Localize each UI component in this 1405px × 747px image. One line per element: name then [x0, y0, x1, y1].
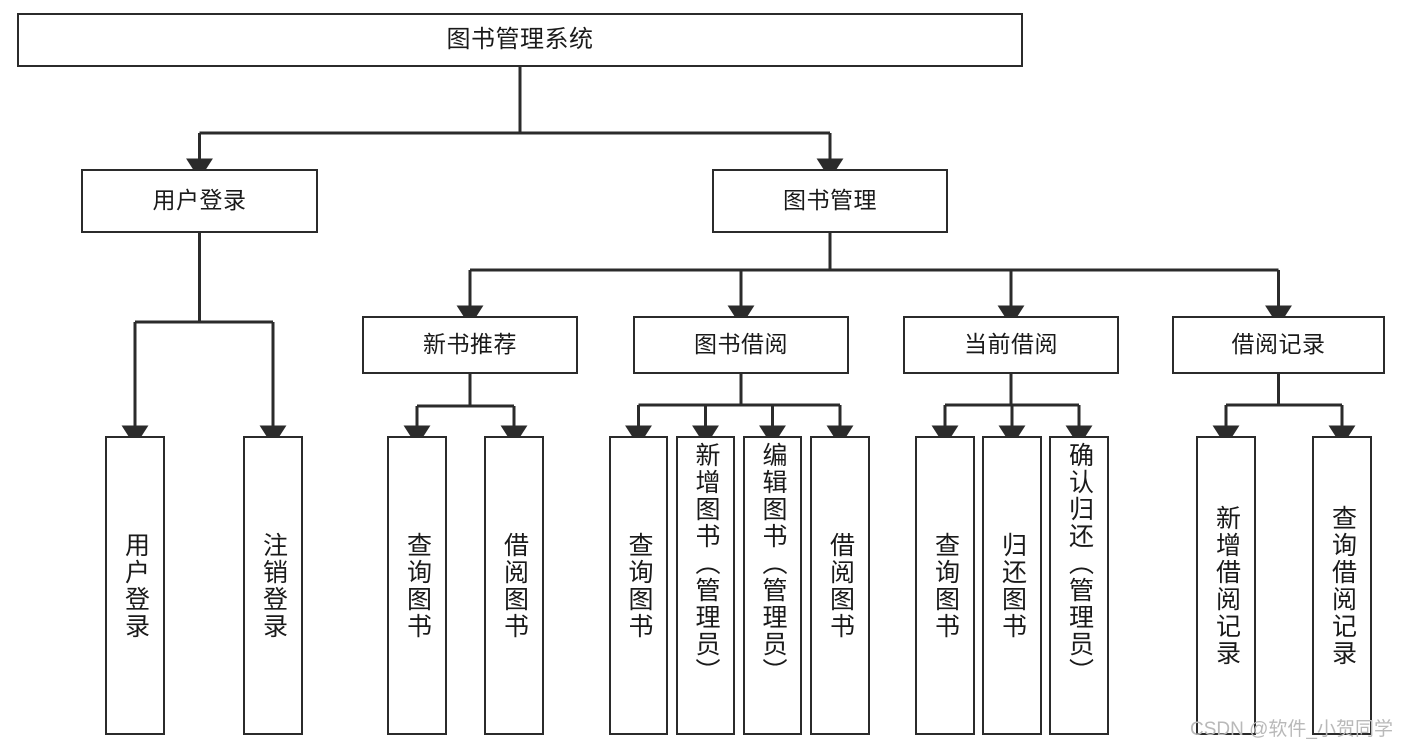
- node-borrow-record[interactable]: 借阅记录: [1172, 316, 1385, 374]
- node-book-borrow-label: 图书借阅: [694, 331, 788, 358]
- node-leaf-return-book-label: 归还图书: [998, 531, 1027, 640]
- node-leaf-edit-book[interactable]: 编辑图书（管理员）: [743, 436, 802, 735]
- node-leaf-add-book-label: 新增图书（管理员）: [692, 442, 720, 685]
- node-leaf-query-book-3[interactable]: 查询图书: [915, 436, 975, 735]
- node-leaf-user-login-label: 用户登录: [121, 531, 150, 640]
- node-root[interactable]: 图书管理系统: [17, 13, 1023, 67]
- node-leaf-user-logout-label: 注销登录: [259, 531, 288, 640]
- watermark-text: CSDN @软件_小贺同学: [1190, 719, 1393, 740]
- node-leaf-query-book-3-label: 查询图书: [931, 531, 960, 640]
- node-leaf-add-record[interactable]: 新增借阅记录: [1196, 436, 1256, 735]
- node-leaf-confirm-return-label: 确认归还（管理员）: [1065, 442, 1094, 685]
- node-leaf-query-record[interactable]: 查询借阅记录: [1312, 436, 1372, 735]
- node-book-borrow[interactable]: 图书借阅: [633, 316, 849, 374]
- node-root-label: 图书管理系统: [446, 25, 594, 53]
- node-leaf-user-logout[interactable]: 注销登录: [243, 436, 303, 735]
- node-leaf-edit-book-label: 编辑图书（管理员）: [759, 442, 787, 685]
- node-leaf-query-record-label: 查询借阅记录: [1328, 504, 1357, 667]
- node-leaf-query-book-1-label: 查询图书: [403, 531, 432, 640]
- node-current-borrow[interactable]: 当前借阅: [903, 316, 1119, 374]
- node-book-manage[interactable]: 图书管理: [712, 169, 948, 233]
- node-new-book-recommend[interactable]: 新书推荐: [362, 316, 578, 374]
- node-leaf-borrow-book-1[interactable]: 借阅图书: [484, 436, 544, 735]
- node-leaf-return-book[interactable]: 归还图书: [982, 436, 1042, 735]
- node-new-book-recommend-label: 新书推荐: [423, 331, 517, 358]
- node-leaf-confirm-return[interactable]: 确认归还（管理员）: [1049, 436, 1109, 735]
- node-current-borrow-label: 当前借阅: [964, 331, 1058, 358]
- node-book-manage-label: 图书管理: [783, 187, 877, 214]
- node-leaf-user-login[interactable]: 用户登录: [105, 436, 165, 735]
- node-leaf-add-record-label: 新增借阅记录: [1212, 504, 1241, 667]
- node-leaf-query-book-1[interactable]: 查询图书: [387, 436, 447, 735]
- node-leaf-add-book[interactable]: 新增图书（管理员）: [676, 436, 735, 735]
- node-leaf-query-book-2-label: 查询图书: [625, 531, 653, 640]
- node-borrow-record-label: 借阅记录: [1231, 331, 1326, 358]
- node-leaf-query-book-2[interactable]: 查询图书: [609, 436, 668, 735]
- node-leaf-borrow-book-2[interactable]: 借阅图书: [810, 436, 870, 735]
- node-leaf-borrow-book-2-label: 借阅图书: [826, 531, 855, 640]
- node-user-login[interactable]: 用户登录: [81, 169, 318, 233]
- node-leaf-borrow-book-1-label: 借阅图书: [500, 531, 529, 640]
- node-user-login-label: 用户登录: [152, 187, 247, 214]
